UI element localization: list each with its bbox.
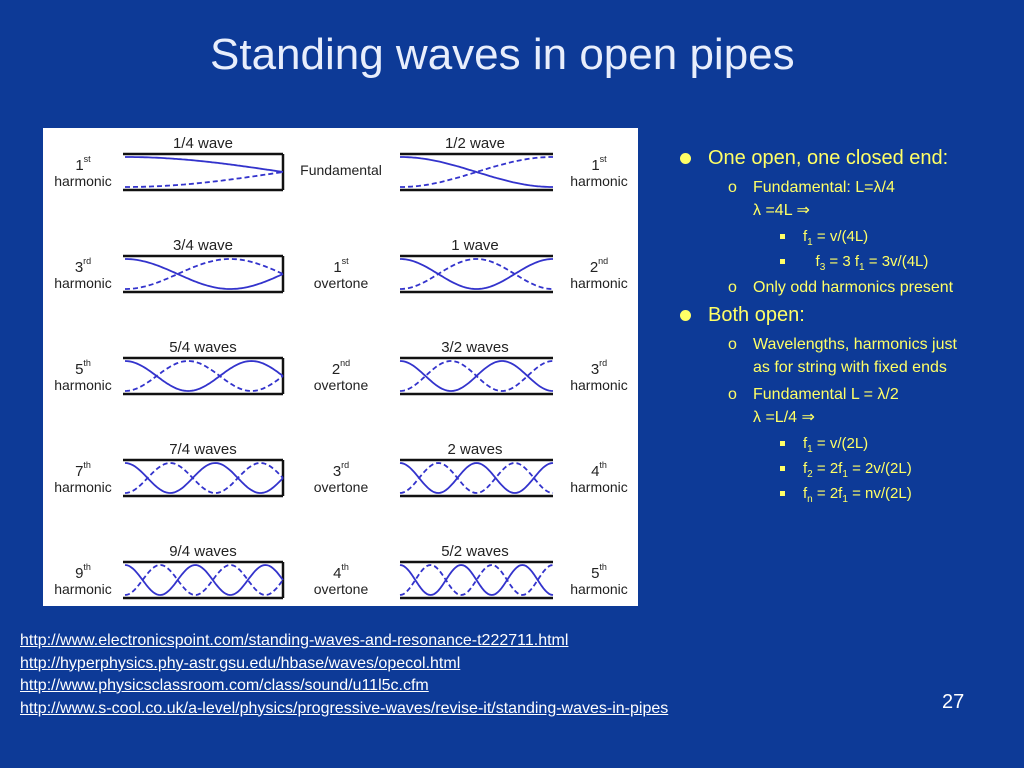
square-bullet-icon <box>780 441 785 446</box>
overtone-label-word: overtone <box>314 479 369 495</box>
left-harmonic-label-number: 3rd <box>75 256 91 276</box>
reference-link-physicsclassroom[interactable]: http://www.physicsclassroom.com/class/so… <box>20 677 429 694</box>
square-bullet-icon <box>780 466 785 471</box>
left-harmonic-label-word: harmonic <box>54 173 112 189</box>
left-wave-label: 3/4 wave <box>173 237 233 254</box>
right-harmonic-label-number: 1st <box>591 154 607 174</box>
square-bullet-icon <box>780 234 785 239</box>
standing-wave-solid <box>124 462 284 494</box>
standing-wave-solid <box>400 258 553 290</box>
right-wave-label: 2 waves <box>447 441 502 458</box>
left-harmonic-label-word: harmonic <box>54 377 112 393</box>
square-bullet-icon <box>780 259 785 264</box>
standing-wave-solid <box>399 564 554 596</box>
left-harmonic-label-word: harmonic <box>54 479 112 495</box>
overtone-label-word: overtone <box>314 377 369 393</box>
left-wave-label: 5/4 waves <box>169 339 237 356</box>
reference-links: http://www.electronicspoint.com/standing… <box>20 630 668 720</box>
bullet-dot-icon <box>680 153 691 164</box>
left-harmonic-label-word: harmonic <box>54 275 112 291</box>
right-harmonic-label-number: 5th <box>591 562 607 582</box>
bullet-both-open: Both open: <box>676 303 966 327</box>
overtone-label-word: overtone <box>314 581 369 597</box>
reference-link-hyperphysics[interactable]: http://hyperphysics.phy-astr.gsu.edu/hba… <box>20 654 461 672</box>
sub-sub-bullet-f1-open: f1 = v/(2L) <box>676 433 966 455</box>
left-wave-label: 9/4 waves <box>169 543 237 560</box>
right-harmonic-label-word: harmonic <box>570 581 628 597</box>
reference-link-electronicspoint[interactable]: http://www.electronicspoint.com/standing… <box>20 632 569 649</box>
right-harmonic-label-word: harmonic <box>570 173 628 189</box>
right-harmonic-label-word: harmonic <box>570 377 628 393</box>
sub-sub-bullet-fn-open: fn = 2f1 = nv/(2L) <box>676 483 966 505</box>
overtone-label-word: overtone <box>314 275 369 291</box>
standing-wave-solid <box>125 156 284 173</box>
standing-wave-solid <box>125 258 284 290</box>
sub-sub-bullet-f2-open: f2 = 2f1 = 2v/(2L) <box>676 458 966 480</box>
bullet-dot-icon <box>680 310 691 321</box>
overtone-label-number: 2nd <box>332 358 350 378</box>
standing-wave-dashed <box>400 156 553 188</box>
square-bullet-icon <box>780 491 785 496</box>
sub-sub-bullet-f1-closed: f1 = v/(4L) <box>676 226 966 248</box>
sub-sub-bullet-f3-closed: f3 = 3 f1 = 3v/(4L) <box>676 251 966 273</box>
right-harmonic-label-number: 4th <box>591 460 607 480</box>
standing-wave-dashed <box>125 171 284 188</box>
right-wave-label: 3/2 waves <box>441 339 509 356</box>
standing-wave-dashed <box>124 462 284 494</box>
standing-wave-dashed <box>399 462 554 494</box>
standing-wave-solid <box>124 564 284 596</box>
overtone-label-number: 1st <box>333 256 349 276</box>
standing-wave-dashed <box>124 564 284 596</box>
reference-link-s-cool[interactable]: http://www.s-cool.co.uk/a-level/physics/… <box>20 699 669 717</box>
fundamental-label: Fundamental <box>300 162 382 178</box>
standing-wave-solid <box>124 360 284 392</box>
left-harmonic-label-word: harmonic <box>54 581 112 597</box>
standing-wave-dashed <box>400 258 553 290</box>
standing-wave-dashed <box>124 360 284 392</box>
right-harmonic-label-number: 3rd <box>591 358 607 378</box>
left-wave-label: 1/4 wave <box>173 135 233 152</box>
right-wave-label: 1 wave <box>451 237 499 254</box>
standing-wave-dashed <box>399 360 554 392</box>
right-harmonic-label-word: harmonic <box>570 479 628 495</box>
page-number: 27 <box>942 691 965 713</box>
bullet-one-open: One open, one closed end: <box>676 146 966 170</box>
right-wave-label: 1/2 wave <box>445 135 505 152</box>
standing-wave-solid <box>400 156 553 188</box>
right-harmonic-label-number: 2nd <box>590 256 608 276</box>
standing-wave-solid <box>399 462 554 494</box>
standing-wave-dashed <box>125 258 284 290</box>
left-harmonic-label-number: 1st <box>75 154 91 174</box>
left-harmonic-label-number: 7th <box>75 460 91 480</box>
left-harmonic-label-number: 5th <box>75 358 91 378</box>
right-harmonic-label-word: harmonic <box>570 275 628 291</box>
right-wave-label: 5/2 waves <box>441 543 509 560</box>
slide-title: Standing waves in open pipes <box>210 30 795 79</box>
left-wave-label: 7/4 waves <box>169 441 237 458</box>
overtone-label-number: 4th <box>333 562 349 582</box>
overtone-label-number: 3rd <box>333 460 349 480</box>
left-harmonic-label-number: 9th <box>75 562 91 582</box>
